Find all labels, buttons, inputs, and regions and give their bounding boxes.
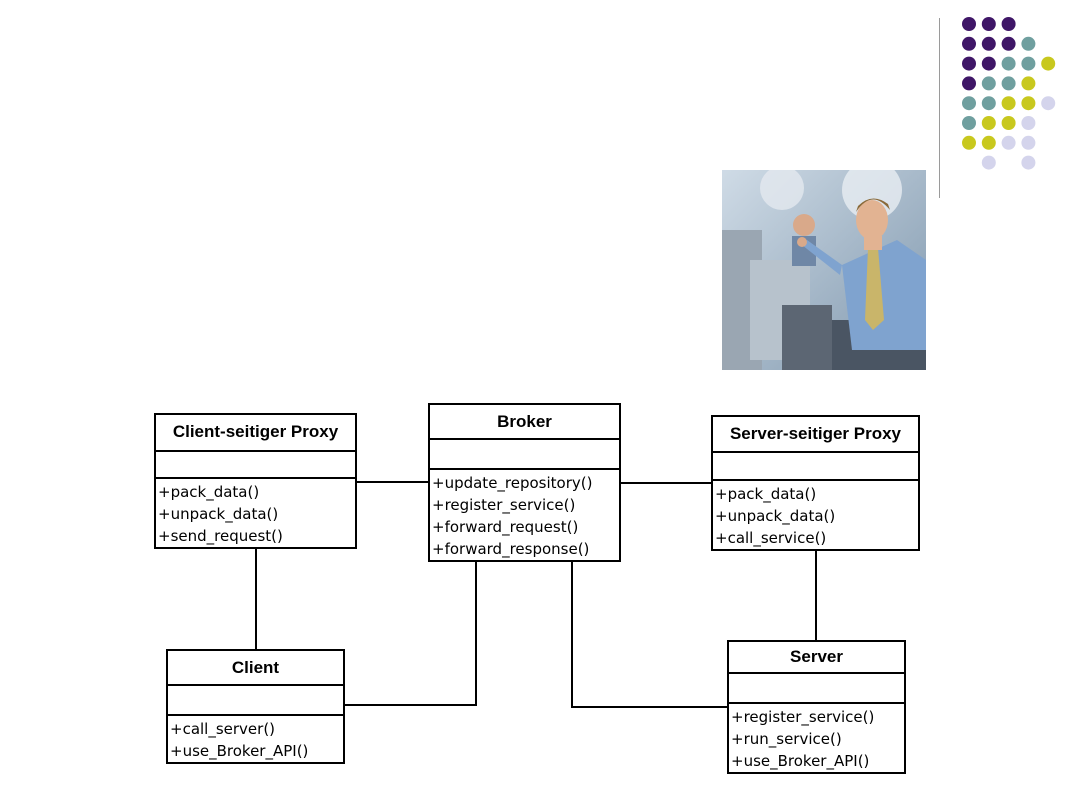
attributes-compartment	[168, 686, 343, 716]
decor-dot	[1021, 96, 1036, 111]
decor-dot	[1001, 116, 1016, 130]
association-client-broker	[345, 562, 477, 706]
decor-dot	[1021, 36, 1036, 51]
class-client: Client +call_server() +use_Broker_API()	[166, 649, 345, 764]
decor-dot	[1021, 155, 1036, 170]
operation: +use_Broker_API()	[170, 742, 309, 760]
operation: +unpack_data()	[715, 507, 836, 525]
decor-dot	[1001, 56, 1016, 71]
class-name: Broker	[430, 405, 619, 441]
class-server-seitiger-proxy: Server-seitiger Proxy +pack_data() +unpa…	[711, 415, 920, 551]
operation: +call_service()	[715, 529, 827, 547]
attributes-compartment	[713, 453, 918, 481]
decorative-divider-line	[939, 18, 940, 198]
decor-dot	[1041, 56, 1056, 71]
class-broker: Broker +update_repository() +register_se…	[428, 403, 621, 562]
photo-office-man-pointing	[722, 170, 926, 370]
decor-dot	[962, 17, 976, 31]
operation: +register_service()	[731, 708, 875, 726]
operation: +use_Broker_API()	[731, 752, 870, 770]
decor-dot	[981, 155, 996, 170]
decor-dot	[962, 76, 976, 91]
decor-dot	[1001, 76, 1016, 91]
decorative-dot-grid	[962, 17, 1056, 170]
decor-dot	[962, 116, 976, 130]
decor-dot	[981, 56, 996, 71]
decor-dot	[981, 17, 996, 31]
decor-dot	[1001, 96, 1016, 111]
operations-compartment: +pack_data() +unpack_data() +send_reques…	[156, 479, 355, 547]
class-name: Client	[168, 651, 343, 687]
operation: +update_repository()	[432, 474, 593, 492]
operations-compartment: +update_repository() +register_service()…	[430, 470, 619, 560]
operation: +pack_data()	[715, 485, 817, 503]
operation: +run_service()	[731, 730, 842, 748]
class-name: Server-seitiger Proxy	[713, 417, 918, 453]
decor-dot	[1001, 17, 1016, 31]
decor-dot	[1041, 96, 1056, 111]
class-name: Client-seitiger Proxy	[156, 415, 355, 452]
decor-dot	[981, 36, 996, 51]
operation: +call_server()	[170, 720, 276, 738]
decor-dot	[1001, 36, 1016, 51]
association-broker-server	[571, 562, 727, 708]
operation: +forward_request()	[432, 518, 579, 536]
decor-dot	[981, 116, 996, 130]
decor-dot	[1021, 76, 1036, 91]
operations-compartment: +call_server() +use_Broker_API()	[168, 716, 343, 762]
decor-dot	[962, 96, 976, 111]
class-server: Server +register_service() +run_service(…	[727, 640, 906, 774]
decor-dot	[962, 135, 976, 150]
decor-dot	[981, 96, 996, 111]
decor-dot	[981, 135, 996, 150]
attributes-compartment	[430, 440, 619, 470]
decor-dot	[962, 36, 976, 51]
operation: +send_request()	[158, 527, 283, 545]
decor-dot	[962, 56, 976, 71]
class-client-seitiger-proxy: Client-seitiger Proxy +pack_data() +unpa…	[154, 413, 357, 549]
decor-dot	[981, 76, 996, 91]
decor-dot	[1021, 135, 1036, 150]
class-name: Server	[729, 642, 904, 674]
operation: +pack_data()	[158, 483, 260, 501]
attributes-compartment	[729, 674, 904, 704]
operation: +unpack_data()	[158, 505, 279, 523]
attributes-compartment	[156, 452, 355, 479]
operations-compartment: +register_service() +run_service() +use_…	[729, 704, 904, 772]
decor-dot	[1001, 135, 1016, 150]
operations-compartment: +pack_data() +unpack_data() +call_servic…	[713, 481, 918, 549]
operation: +register_service()	[432, 496, 576, 514]
decor-dot	[1021, 56, 1036, 71]
decor-dot	[1021, 116, 1036, 130]
operation: +forward_response()	[432, 540, 590, 558]
